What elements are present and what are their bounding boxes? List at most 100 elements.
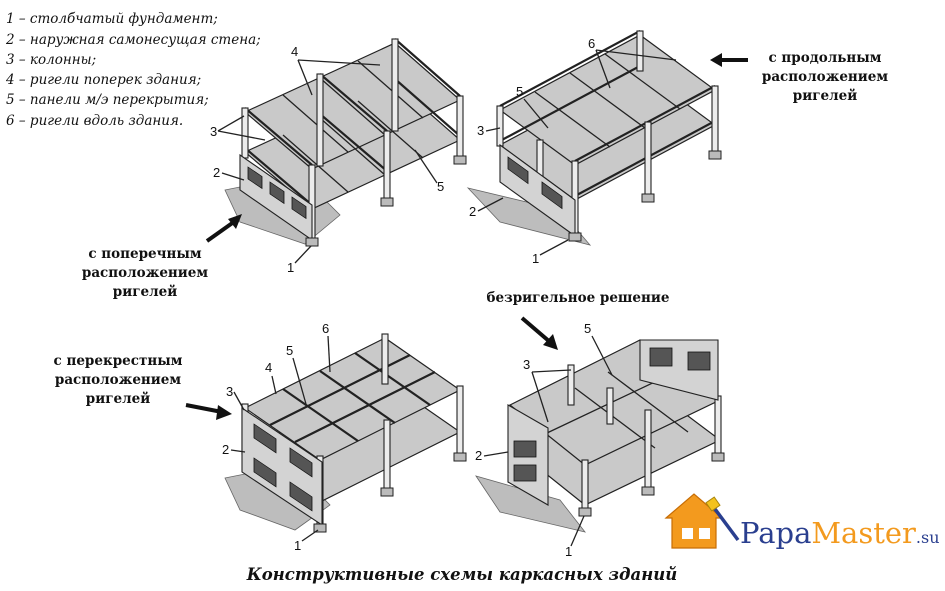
- columns: [241, 38, 464, 241]
- caption-cross-line2: расположением: [55, 372, 182, 388]
- column-foundation: [453, 155, 467, 165]
- logo-text-master: Master: [811, 516, 916, 550]
- arrow-head: [228, 214, 242, 229]
- legend-item-3: 3 – колонны;: [6, 52, 96, 68]
- column: [456, 385, 464, 457]
- floor-panels: [282, 60, 424, 193]
- column: [636, 30, 644, 72]
- girders-transverse: [244, 38, 461, 206]
- column: [381, 333, 389, 385]
- column-foundation: [578, 507, 592, 517]
- column: [316, 73, 324, 167]
- window: [649, 347, 673, 367]
- window: [247, 166, 263, 190]
- window: [541, 181, 563, 210]
- house-logo-icon: [664, 493, 740, 549]
- column: [567, 364, 575, 406]
- caption-cross-line3: ригелей: [86, 391, 150, 407]
- column-foundation: [568, 232, 582, 242]
- callout-1: 1: [287, 260, 294, 275]
- callout-5: 5: [286, 343, 293, 358]
- arrow-cross: [185, 403, 223, 414]
- legend: 1 – столбчатый фундамент; 2 – наружная с…: [5, 11, 261, 129]
- callout-1: 1: [532, 251, 539, 266]
- callout-2: 2: [469, 204, 476, 219]
- caption-longitudinal-line1: с продольным: [768, 50, 881, 66]
- column: [714, 395, 722, 457]
- callout-6: 6: [588, 36, 595, 51]
- callout-2: 2: [213, 165, 220, 180]
- callout-3: 3: [523, 357, 530, 372]
- column: [711, 85, 719, 155]
- caption-longitudinal-line3: ригелей: [793, 88, 857, 104]
- column-foundation: [641, 193, 655, 203]
- callout-3: 3: [210, 124, 217, 139]
- caption-beamless-text: безригельное решение: [487, 290, 670, 306]
- column-foundation: [641, 486, 655, 496]
- caption-longitudinal: с продольным расположением ригелей: [710, 50, 888, 104]
- logo-text: PapaMaster.su: [740, 516, 940, 550]
- scheme-transverse-girders: 4 3 2 5 1: [210, 38, 467, 275]
- column-foundation: [305, 237, 319, 247]
- arrow-beamless: [520, 316, 552, 344]
- window: [513, 464, 537, 482]
- logo-text-suffix: .su: [916, 528, 940, 547]
- column-foundation: [711, 452, 725, 462]
- legend-item-6: 6 – ригели вдоль здания.: [6, 113, 183, 129]
- window: [269, 181, 285, 205]
- caption-longitudinal-line2: расположением: [762, 69, 889, 85]
- window: [253, 423, 277, 454]
- column-foundation: [453, 452, 467, 462]
- legend-item-5: 5 – панели м/э перекрытия;: [6, 92, 209, 108]
- column: [456, 95, 464, 159]
- legend-item-2: 2 – наружная самонесущая стена;: [5, 32, 261, 48]
- callout-6: 6: [322, 321, 329, 336]
- window: [687, 351, 711, 371]
- callout-5: 5: [584, 321, 591, 336]
- window: [507, 156, 529, 185]
- window: [291, 196, 307, 220]
- callout-4: 4: [291, 44, 298, 59]
- callout-5: 5: [516, 84, 523, 99]
- legend-item-1: 1 – столбчатый фундамент;: [6, 11, 218, 27]
- papamaster-logo[interactable]: PapaMaster.su: [664, 493, 940, 550]
- column: [496, 105, 504, 147]
- caption-transverse-line1: с поперечным: [88, 246, 202, 262]
- column: [383, 419, 391, 493]
- callout-4: 4: [265, 360, 272, 375]
- logo-text-papa: Papa: [740, 516, 811, 550]
- column: [606, 387, 614, 425]
- window: [289, 481, 313, 512]
- window: [513, 440, 537, 458]
- caption-transverse: с поперечным расположением ригелей: [82, 214, 242, 300]
- arrow-head: [543, 334, 558, 350]
- caption-transverse-line3: ригелей: [113, 284, 177, 300]
- callout-3: 3: [477, 123, 484, 138]
- scheme-cross-girders: 6 5 4 3 2 1: [222, 321, 467, 553]
- column-foundation: [708, 150, 722, 160]
- column: [581, 459, 589, 511]
- legend-item-4: 4 – ригели поперек здания;: [5, 72, 201, 88]
- floor-panels: [534, 53, 681, 148]
- figure-title: Конструктивные схемы каркасных зданий: [246, 565, 678, 584]
- window: [253, 457, 277, 488]
- column: [644, 121, 652, 198]
- caption-cross: с перекрестным расположением ригелей: [54, 353, 232, 420]
- column: [391, 38, 399, 132]
- caption-beamless: безригельное решение: [487, 290, 670, 350]
- callout-2: 2: [475, 448, 482, 463]
- arrow-head: [710, 53, 722, 67]
- scheme-beamless: 5 3 2 1: [475, 321, 725, 559]
- arrow-head: [216, 405, 232, 420]
- column-foundation: [380, 487, 394, 497]
- caption-transverse-line2: расположением: [82, 265, 209, 281]
- callout-1: 1: [565, 544, 572, 559]
- callout-3: 3: [226, 384, 233, 399]
- column: [241, 107, 249, 159]
- scheme-longitudinal-girders: 6 5 3 2 1: [466, 30, 722, 266]
- callout-5: 5: [437, 179, 444, 194]
- caption-cross-line1: с перекрестным: [54, 353, 183, 369]
- window: [289, 447, 313, 478]
- callout-2: 2: [222, 442, 229, 457]
